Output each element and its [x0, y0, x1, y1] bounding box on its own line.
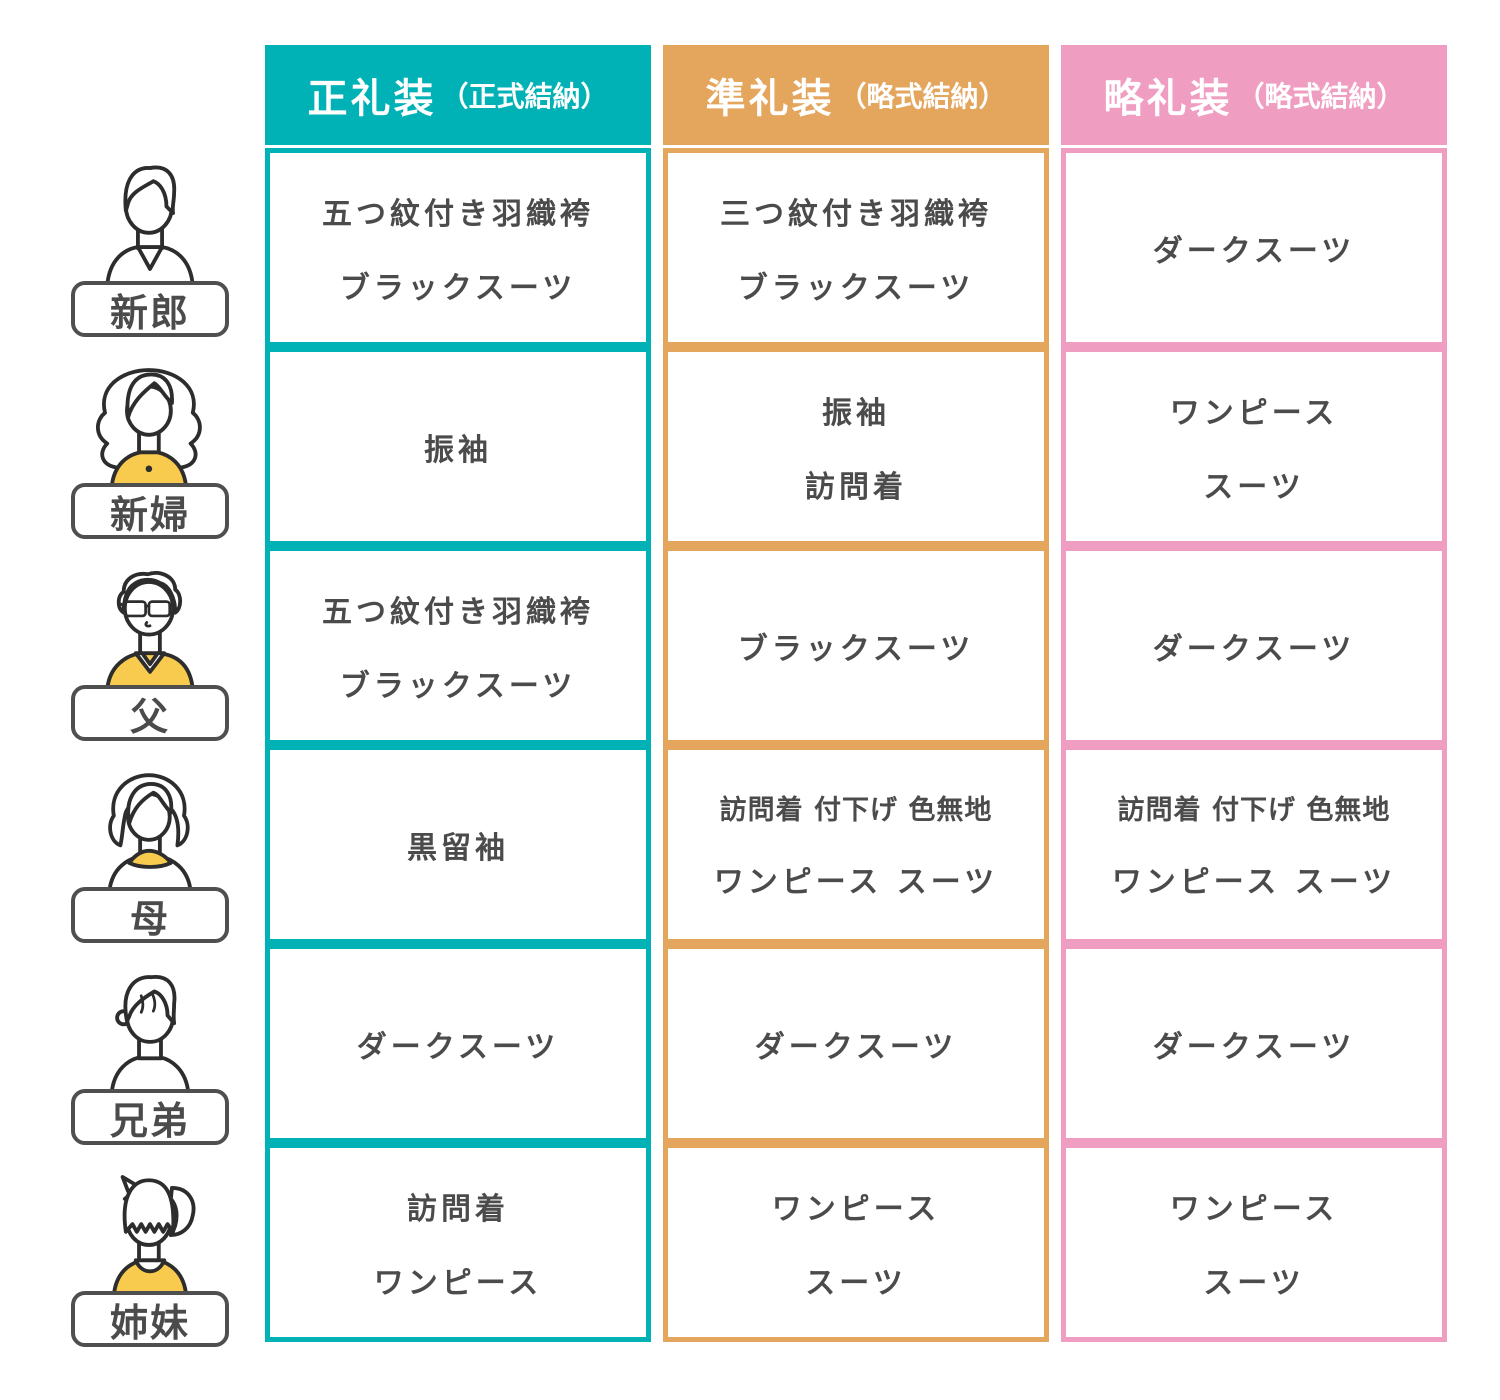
- cell-text: ワンピース: [373, 1265, 543, 1301]
- cell-text: ブラックスーツ: [737, 631, 975, 667]
- cell-text: 振袖: [424, 432, 492, 468]
- brother-icon: [72, 964, 228, 1100]
- formality-table: 正礼装 （正式結納） 五つ紋付き羽織袴ブラックスーツ振袖五つ紋付き羽織袴ブラック…: [265, 45, 1447, 1342]
- person-label: 新婦: [71, 483, 229, 539]
- cell-text: ワンピース: [1169, 395, 1339, 431]
- cell-姉妹-準礼装: ワンピーススーツ: [663, 1143, 1049, 1342]
- cell-text: 振袖: [822, 395, 890, 431]
- bride-icon: [72, 358, 228, 494]
- father-icon: [72, 560, 228, 696]
- mother-icon: [72, 762, 228, 898]
- cell-姉妹-正礼装: 訪問着ワンピース: [265, 1143, 651, 1342]
- cell-text: スーツ: [805, 1265, 907, 1301]
- cell-新婦-略礼装: ワンピーススーツ: [1061, 347, 1447, 546]
- column-subtitle: （略式結納）: [1236, 80, 1405, 113]
- column-subtitle: （略式結納）: [838, 80, 1007, 113]
- person-新郎: 新郎: [40, 148, 260, 347]
- cell-text: スーツ: [1203, 1265, 1305, 1301]
- person-label: 父: [71, 685, 229, 741]
- column-cells: ダークスーツワンピーススーツダークスーツ訪問着 付下げ 色無地ワンピース スーツ…: [1061, 148, 1447, 1342]
- cell-新婦-正礼装: 振袖: [265, 347, 651, 546]
- person-父: 父: [40, 552, 260, 751]
- cell-text: 訪問着: [805, 469, 907, 505]
- person-新婦: 新婦: [40, 350, 260, 549]
- cell-text: 五つ紋付き羽織袴: [322, 594, 594, 630]
- person-兄弟: 兄弟: [40, 956, 260, 1155]
- cell-text: ブラックスーツ: [339, 668, 577, 704]
- person-姉妹: 姉妹: [40, 1158, 260, 1357]
- sister-icon: [72, 1166, 228, 1302]
- cell-姉妹-略礼装: ワンピーススーツ: [1061, 1143, 1447, 1342]
- person-column: 新郎新婦父母兄弟姉妹: [40, 148, 260, 1357]
- cell-text: 五つ紋付き羽織袴: [322, 196, 594, 232]
- column-header-informal: 略礼装 （略式結納）: [1061, 45, 1447, 145]
- column-cells: 五つ紋付き羽織袴ブラックスーツ振袖五つ紋付き羽織袴ブラックスーツ黒留袖ダークスー…: [265, 148, 651, 1342]
- column-full-formal: 正礼装 （正式結納） 五つ紋付き羽織袴ブラックスーツ振袖五つ紋付き羽織袴ブラック…: [265, 45, 651, 1342]
- groom-icon: [72, 156, 228, 292]
- cell-母-略礼装: 訪問着 付下げ 色無地ワンピース スーツ: [1061, 745, 1447, 944]
- cell-text: スーツ: [1203, 469, 1305, 505]
- cell-text: ダークスーツ: [1152, 1029, 1356, 1065]
- cell-text: ダークスーツ: [754, 1029, 958, 1065]
- cell-text: 黒留袖: [407, 830, 509, 866]
- cell-新郎-略礼装: ダークスーツ: [1061, 148, 1447, 347]
- person-label: 兄弟: [71, 1089, 229, 1145]
- cell-新郎-正礼装: 五つ紋付き羽織袴ブラックスーツ: [265, 148, 651, 347]
- cell-母-正礼装: 黒留袖: [265, 745, 651, 944]
- cell-母-準礼装: 訪問着 付下げ 色無地ワンピース スーツ: [663, 745, 1049, 944]
- cell-text: ブラックスーツ: [339, 270, 577, 306]
- cell-text: 訪問着 付下げ 色無地: [1117, 795, 1391, 826]
- cell-text: ブラックスーツ: [737, 270, 975, 306]
- column-header-full-formal: 正礼装 （正式結納）: [265, 45, 651, 145]
- cell-text: ダークスーツ: [1152, 631, 1356, 667]
- cell-兄弟-正礼装: ダークスーツ: [265, 944, 651, 1143]
- cell-text: ダークスーツ: [1152, 233, 1356, 269]
- cell-父-略礼装: ダークスーツ: [1061, 546, 1447, 745]
- cell-text: ダークスーツ: [356, 1029, 560, 1065]
- cell-父-正礼装: 五つ紋付き羽織袴ブラックスーツ: [265, 546, 651, 745]
- person-label: 姉妹: [71, 1291, 229, 1347]
- cell-text: ワンピース: [1169, 1191, 1339, 1227]
- cell-新婦-準礼装: 振袖訪問着: [663, 347, 1049, 546]
- column-title: 正礼装: [307, 76, 437, 122]
- column-informal: 略礼装 （略式結納） ダークスーツワンピーススーツダークスーツ訪問着 付下げ 色…: [1061, 45, 1447, 1342]
- cell-兄弟-略礼装: ダークスーツ: [1061, 944, 1447, 1143]
- cell-text: ワンピース: [771, 1191, 941, 1227]
- cell-text: ワンピース スーツ: [1111, 865, 1397, 900]
- person-label: 母: [71, 887, 229, 943]
- column-header-semi-formal: 準礼装 （略式結納）: [663, 45, 1049, 145]
- cell-新郎-準礼装: 三つ紋付き羽織袴ブラックスーツ: [663, 148, 1049, 347]
- cell-text: 訪問着 付下げ 色無地: [719, 795, 993, 826]
- column-title: 略礼装: [1103, 76, 1233, 122]
- cell-兄弟-準礼装: ダークスーツ: [663, 944, 1049, 1143]
- column-subtitle: （正式結納）: [440, 80, 609, 113]
- person-母: 母: [40, 754, 260, 953]
- person-label: 新郎: [71, 281, 229, 337]
- column-cells: 三つ紋付き羽織袴ブラックスーツ振袖訪問着ブラックスーツ訪問着 付下げ 色無地ワン…: [663, 148, 1049, 1342]
- cell-text: 訪問着: [407, 1191, 509, 1227]
- cell-text: 三つ紋付き羽織袴: [720, 196, 992, 232]
- column-title: 準礼装: [705, 76, 835, 122]
- cell-text: ワンピース スーツ: [713, 865, 999, 900]
- column-semi-formal: 準礼装 （略式結納） 三つ紋付き羽織袴ブラックスーツ振袖訪問着ブラックスーツ訪問…: [663, 45, 1049, 1342]
- cell-父-準礼装: ブラックスーツ: [663, 546, 1049, 745]
